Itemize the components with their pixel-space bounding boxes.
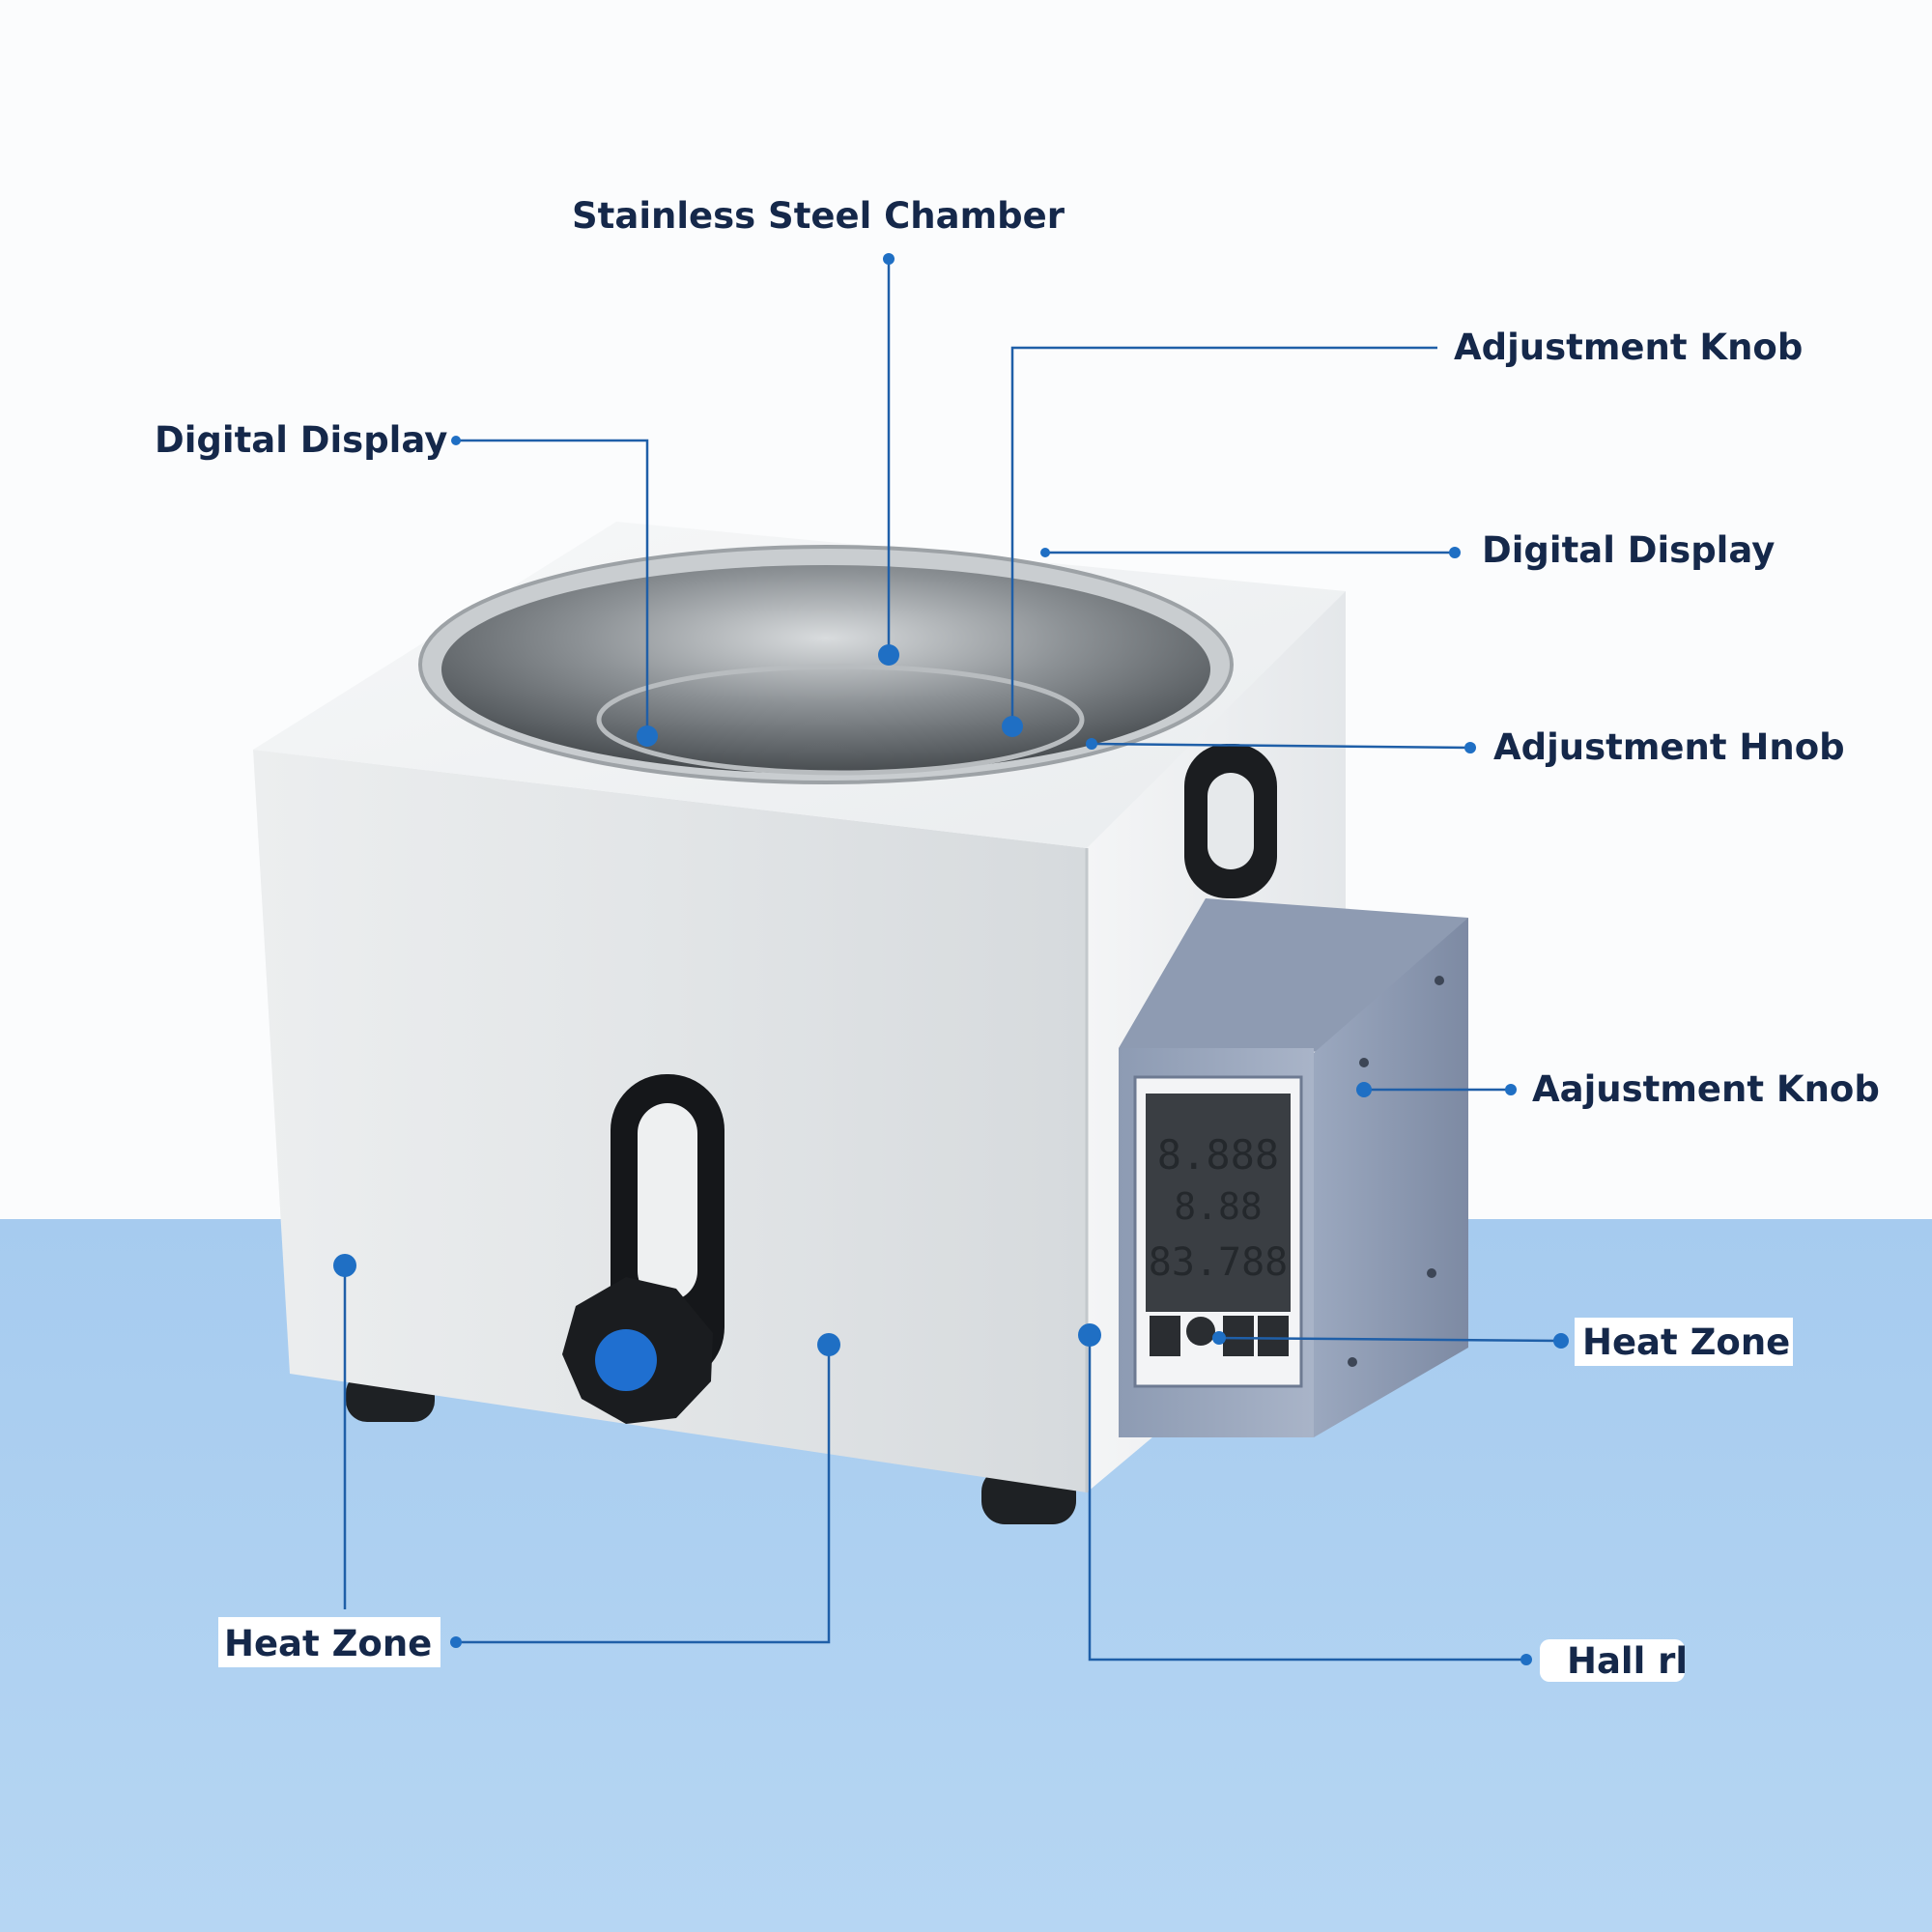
display-readout-1: 8.888 — [1157, 1131, 1279, 1179]
label-adjustment-knob-top: Adjustment Knob — [1454, 327, 1803, 368]
screw-icon — [1427, 1268, 1436, 1278]
label-bg-heat-zone-left — [218, 1617, 440, 1667]
control-button-3[interactable] — [1258, 1316, 1289, 1356]
leader-digital-display-left — [456, 439, 649, 736]
screw-icon — [1359, 1058, 1369, 1067]
control-buttons — [1150, 1316, 1289, 1356]
leader-adjustment-knob-top — [1010, 346, 1437, 726]
label-bg-hall — [1540, 1639, 1685, 1682]
label-bg-heat-zone-right — [1575, 1318, 1793, 1366]
label-digital-display-right: Digital Display — [1482, 529, 1775, 571]
leader-adjustment-knob-mid — [1091, 742, 1471, 750]
leader-heat-zone-left — [456, 1345, 831, 1644]
label-heat-zone-right: Heat Zone — [1582, 1321, 1790, 1363]
control-dial[interactable] — [1186, 1317, 1215, 1346]
control-button-2[interactable] — [1223, 1316, 1254, 1356]
screw-icon — [1435, 976, 1444, 985]
label-digital-display-left: Digital Display — [155, 419, 447, 461]
chamber-inner-basket — [596, 664, 1085, 776]
label-hall: Hall rl — [1567, 1640, 1688, 1682]
digital-display-screen — [1146, 1094, 1291, 1312]
control-box-side — [1314, 918, 1468, 1437]
display-readout-3: 83.788 — [1149, 1240, 1289, 1285]
label-heat-zone-left: Heat Zone — [224, 1623, 432, 1664]
leader-lines — [343, 259, 1562, 1662]
label-stainless-steel-chamber: Stainless Steel Chamber — [572, 195, 1065, 237]
screw-icon — [1348, 1357, 1357, 1367]
label-adjustment-knob-mid: Adjustment Hnob — [1493, 726, 1845, 768]
control-button-1[interactable] — [1150, 1316, 1180, 1356]
display-readout-2: 8.88 — [1174, 1185, 1263, 1228]
label-adjustment-knob-side: Aajustment Knob — [1532, 1068, 1880, 1110]
leader-dots — [333, 253, 1569, 1665]
leader-heat-zone-right — [1218, 1336, 1562, 1343]
leader-hall-label — [1088, 1335, 1526, 1662]
